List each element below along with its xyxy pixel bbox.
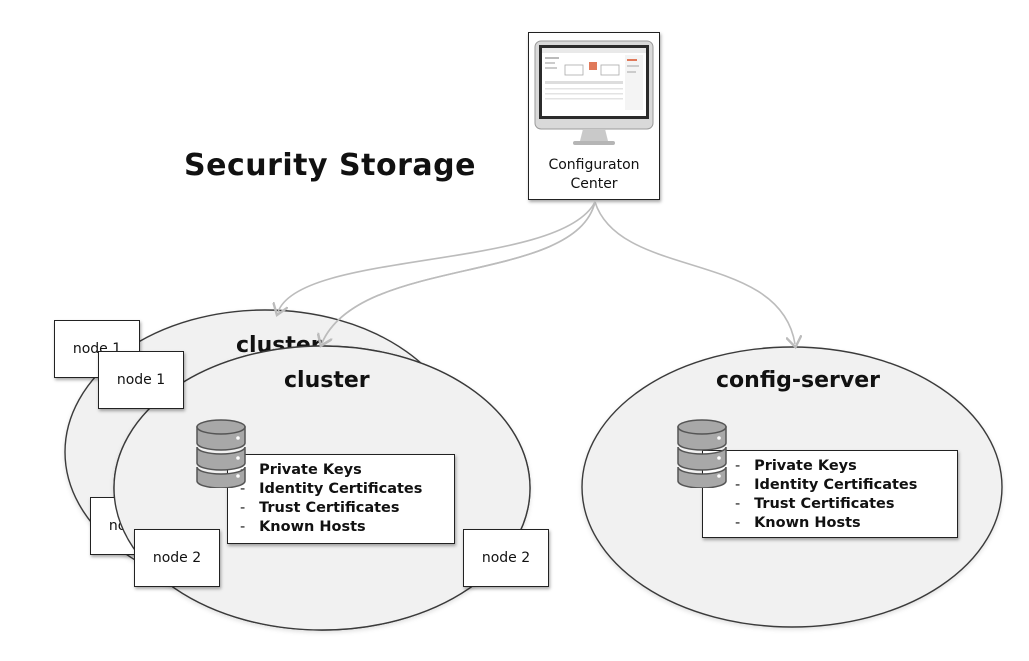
front-node-2-right: node 2 [463, 529, 549, 587]
front-storage-item: Known Hosts [240, 518, 444, 537]
configuration-center-label-line2: Center [570, 176, 618, 192]
diagram-title: Security Storage [184, 148, 476, 183]
front-node-2-left-label: node 2 [152, 550, 202, 566]
database-icon [677, 419, 727, 488]
arrow-to-front-cluster [322, 201, 596, 343]
config-storage-item: Private Keys [735, 457, 947, 476]
front-storage-item: Private Keys [240, 461, 444, 480]
monitor-icon [534, 40, 654, 145]
front-storage-item: Trust Certificates [240, 499, 444, 518]
front-cluster-storage-list: Private Keys Identity Certificates Trust… [227, 454, 455, 544]
front-cluster-title: cluster [284, 368, 370, 393]
config-storage-item: Identity Certificates [735, 476, 947, 495]
back-cluster-title: cluster [236, 333, 322, 358]
config-storage-item: Known Hosts [735, 514, 947, 533]
front-node-1-label: node 1 [116, 372, 166, 388]
arrow-to-config-server [594, 201, 795, 344]
config-server-title: config-server [716, 368, 880, 393]
front-node-2-right-label: node 2 [481, 550, 531, 566]
config-storage-item: Trust Certificates [735, 495, 947, 514]
front-storage-item: Identity Certificates [240, 480, 444, 499]
database-icon [196, 419, 246, 488]
configuration-center-label-line1: Configuraton [548, 157, 640, 173]
front-node-2-left: node 2 [134, 529, 220, 587]
configuration-center-card: Configuraton Center [528, 32, 660, 200]
arrow-to-back-cluster [278, 201, 596, 312]
config-server-storage-list: Private Keys Identity Certificates Trust… [702, 450, 958, 538]
front-node-1: node 1 [98, 351, 184, 409]
